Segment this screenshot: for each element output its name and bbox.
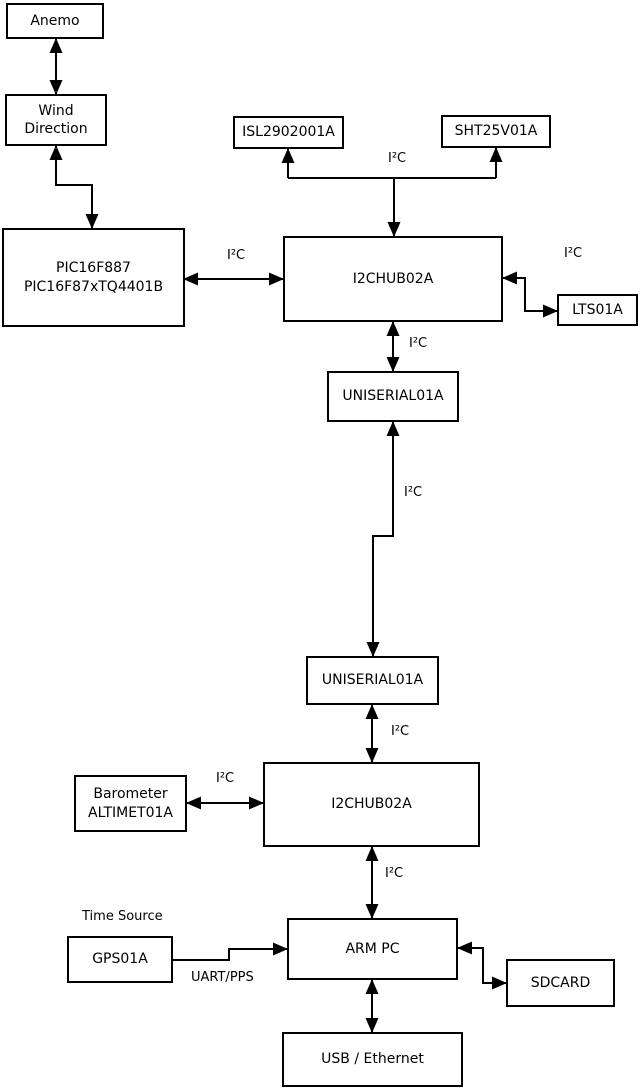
edge-gps-armpc-uart — [173, 942, 288, 961]
node-lts01a: LTS01A — [557, 294, 638, 326]
edge-label-i2c-hub1-uniserial1: I²C — [409, 336, 428, 351]
node-sdcard: SDCARD — [506, 959, 615, 1007]
node-anemo-label: Anemo — [30, 12, 80, 29]
node-usb-ethernet: USB / Ethernet — [282, 1032, 463, 1087]
node-sht25v01a-label: SHT25V01A — [454, 123, 538, 140]
node-arm-pc: ARM PC — [287, 918, 458, 980]
edge-label-i2c-uniserial1-uniserial2: I²C — [404, 485, 423, 500]
node-i2chub02a-bottom-label: I2CHUB02A — [331, 796, 412, 813]
node-isl2902001a: ISL2902001A — [233, 116, 344, 149]
edge-label-i2c-barometer-hub2: I²C — [216, 771, 235, 786]
edge-label-i2c-hub1-lts: I²C — [564, 246, 583, 261]
node-i2chub02a-top: I2CHUB02A — [283, 236, 503, 322]
edge-uniserial1-uniserial2-i2c — [366, 421, 400, 657]
node-i2chub02a-bottom: I2CHUB02A — [263, 762, 480, 847]
edge-label-uart-pps: UART/PPS — [191, 970, 254, 985]
node-uniserial01a-top-label: UNISERIAL01A — [342, 388, 444, 405]
node-wind-direction-label: Wind Direction — [24, 102, 88, 137]
node-sdcard-label: SDCARD — [530, 974, 591, 991]
edge-hub1-lts-i2c — [502, 271, 558, 318]
edge-label-i2c-hub1-sensors: I²C — [388, 151, 407, 166]
node-barometer-altimet01a: Barometer ALTIMET01A — [74, 775, 187, 832]
node-uniserial01a-bottom-label: UNISERIAL01A — [321, 672, 424, 689]
node-i2chub02a-top-label: I2CHUB02A — [352, 270, 434, 287]
node-uniserial01a-bottom: UNISERIAL01A — [306, 656, 439, 705]
edge-label-i2c-hub2-armpc: I²C — [385, 866, 404, 881]
node-uniserial01a-top: UNISERIAL01A — [327, 371, 459, 422]
node-lts01a-label: LTS01A — [572, 301, 623, 318]
node-isl2902001a-label: ISL2902001A — [242, 124, 335, 141]
edge-label-time-source: Time Source — [82, 909, 163, 924]
edge-wind-pic — [49, 145, 99, 229]
node-pic16f887-label: PIC16F887 PIC16F87xTQ4401B — [23, 260, 164, 295]
node-gps01a: GPS01A — [67, 936, 173, 983]
node-wind-direction: Wind Direction — [5, 94, 107, 146]
edge-label-i2c-uniserial2-hub2: I²C — [391, 724, 410, 739]
node-anemo: Anemo — [6, 3, 104, 39]
node-pic16f887: PIC16F887 PIC16F87xTQ4401B — [2, 228, 185, 327]
node-arm-pc-label: ARM PC — [345, 940, 400, 957]
node-gps01a-label: GPS01A — [92, 951, 148, 968]
node-usb-ethernet-label: USB / Ethernet — [321, 1051, 424, 1068]
node-sht25v01a: SHT25V01A — [441, 115, 551, 148]
edge-armpc-sdcard — [457, 941, 507, 990]
edge-label-i2c-pic-hub1: I²C — [227, 248, 246, 263]
node-barometer-altimet01a-label: Barometer ALTIMET01A — [88, 786, 173, 821]
